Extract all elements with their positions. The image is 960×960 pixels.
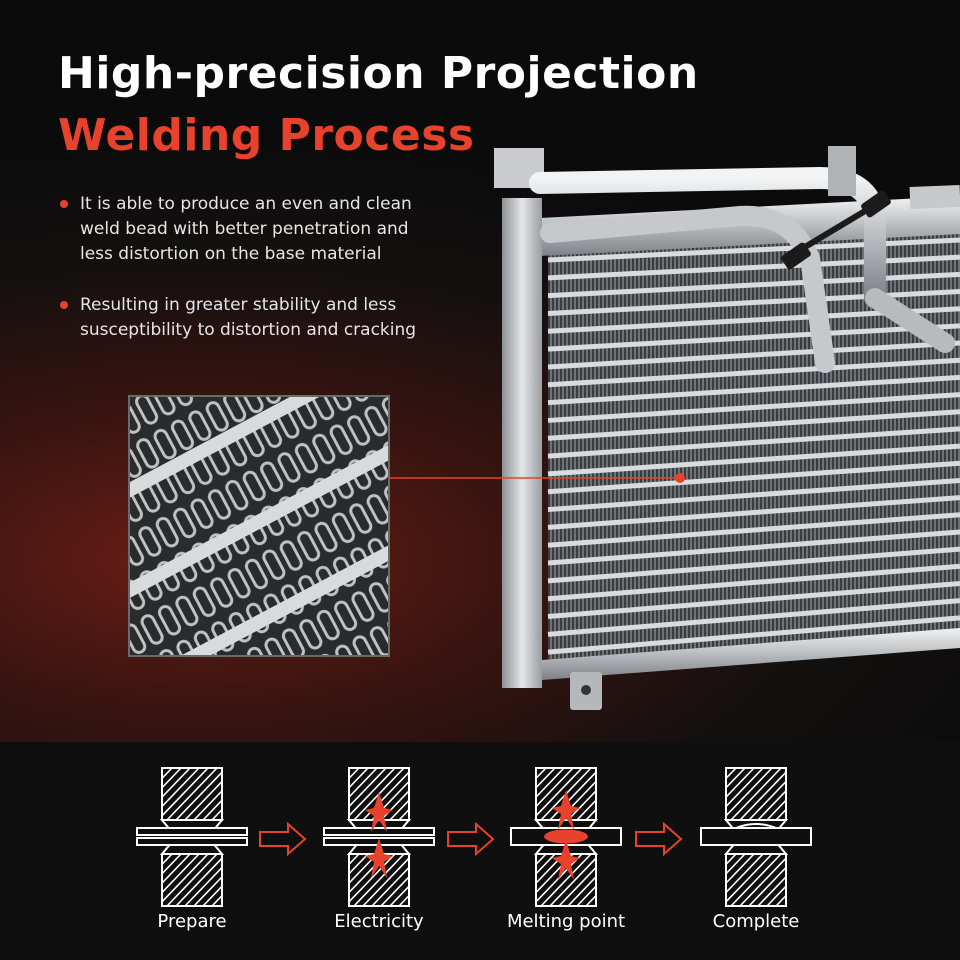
headline-line-2: Welding Process bbox=[58, 110, 475, 161]
bullet-dot-icon bbox=[60, 301, 68, 309]
arrow-right-icon bbox=[259, 822, 307, 856]
fin-closeup-image bbox=[128, 395, 390, 657]
process-step-melting-point: Melting point bbox=[481, 742, 651, 960]
arrow-right-icon bbox=[447, 822, 495, 856]
feature-bullet: Resulting in greater stability and less … bbox=[60, 293, 440, 343]
feature-bullet-text: It is able to produce an even and clean … bbox=[80, 194, 412, 264]
headline-line-1: High-precision Projection bbox=[58, 48, 699, 99]
process-step-label: Electricity bbox=[334, 911, 424, 932]
feature-bullet-text: Resulting in greater stability and less … bbox=[80, 295, 417, 340]
bullet-dot-icon bbox=[60, 200, 68, 208]
process-step-prepare: Prepare bbox=[107, 742, 277, 960]
prepare-diagram-icon bbox=[136, 767, 248, 907]
electricity-diagram-icon bbox=[323, 767, 435, 907]
complete-diagram-icon bbox=[700, 767, 812, 907]
radiator-product-image bbox=[494, 146, 960, 710]
feature-bullet: It is able to produce an even and clean … bbox=[60, 192, 440, 267]
process-step-label: Prepare bbox=[157, 911, 227, 932]
process-step-label: Complete bbox=[712, 911, 800, 932]
process-step-label: Melting point bbox=[506, 911, 626, 932]
welding-process-diagram: Prepare Electricity Melting point Comple… bbox=[0, 742, 960, 960]
process-step-complete: Complete bbox=[671, 742, 841, 960]
arrow-right-icon bbox=[635, 822, 683, 856]
feature-bullet-list: It is able to produce an even and clean … bbox=[60, 192, 440, 369]
melting-point-diagram-icon bbox=[510, 767, 622, 907]
process-step-electricity: Electricity bbox=[294, 742, 464, 960]
